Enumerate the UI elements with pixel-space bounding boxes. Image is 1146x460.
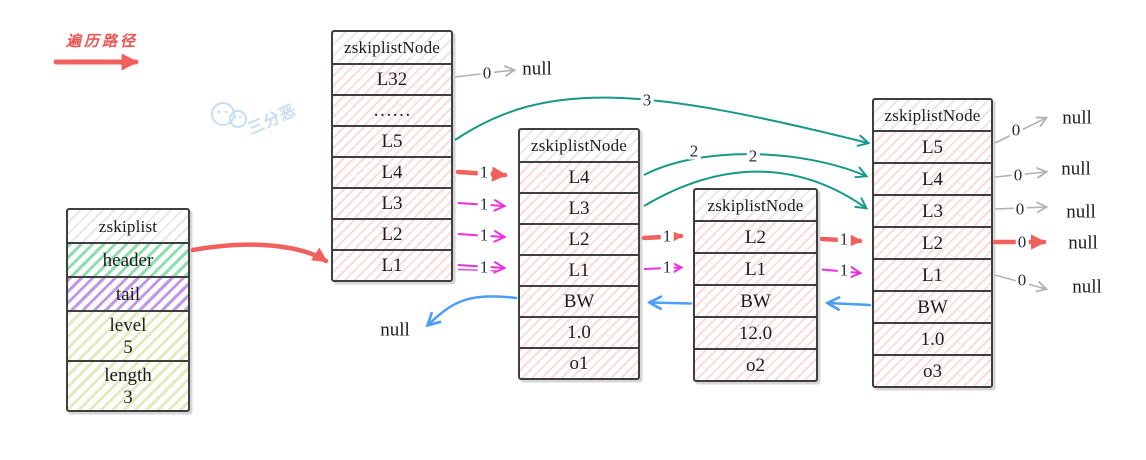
- node3-row-l1: L1: [695, 252, 816, 284]
- null-node4-l2: null: [1068, 232, 1098, 254]
- node1-row-l2: L2: [333, 218, 451, 249]
- node3-row-l2: L2: [695, 220, 816, 252]
- span-label-n2-l2: 1: [660, 226, 674, 246]
- node1-row-l4: L4: [333, 156, 451, 187]
- span-label-n4-l3: 0: [1013, 199, 1027, 219]
- node4-row-bw: BW: [874, 290, 991, 322]
- node2-row-l2: L2: [520, 223, 638, 254]
- node4-row-l4: L4: [874, 162, 991, 194]
- zskiplist-box: zskiplist header tail level 5 length 3: [66, 208, 190, 412]
- span-label-n4-l5: 0: [1009, 120, 1023, 140]
- null-node4-l5: null: [1062, 107, 1092, 129]
- span-label-n3-l2: 1: [837, 229, 851, 249]
- zskiplist-tail-cell: tail: [68, 276, 188, 310]
- node4-row-score: 1.0: [874, 322, 991, 354]
- node2-row-l1: L1: [520, 254, 638, 285]
- node2-row-obj: o1: [520, 347, 638, 378]
- arrow-node4-bw-to-node3: [828, 303, 872, 305]
- node3-box: zskiplistNode L2 L1 BW 12.0 o2: [693, 188, 818, 382]
- span-label-n4-l2: 0: [1015, 232, 1029, 252]
- span-label-n1-l1: 1: [477, 257, 491, 277]
- watermark: 三分恶: [208, 92, 318, 147]
- node3-row-obj: o2: [695, 348, 816, 380]
- level-label: level: [109, 314, 147, 336]
- node4-row-l5: L5: [874, 130, 991, 162]
- node4-row-l1: L1: [874, 258, 991, 290]
- span-label-n1-l2: 1: [477, 225, 491, 245]
- node1-row-l1: L1: [333, 249, 451, 280]
- null-node4-l1: null: [1072, 276, 1102, 298]
- node1-box: zskiplistNode L32 …… L5 L4 L3 L2 L1: [331, 30, 453, 282]
- node3-row-score: 12.0: [695, 316, 816, 348]
- null-node4-l4: null: [1061, 158, 1091, 180]
- span-label-n1-l4: 1: [477, 162, 491, 182]
- node3-title: zskiplistNode: [695, 190, 816, 220]
- node2-box: zskiplistNode L4 L3 L2 L1 BW 1.0 o1: [518, 128, 640, 380]
- null-node4-l3: null: [1066, 201, 1096, 223]
- legend-label: 遍历路径: [66, 34, 139, 50]
- node2-row-score: 1.0: [520, 316, 638, 347]
- level-value: 5: [123, 336, 133, 358]
- span-label-n1-l3: 1: [477, 194, 491, 214]
- node1-row-ellipsis: ……: [333, 94, 451, 125]
- node4-row-l3: L3: [874, 194, 991, 226]
- zskiplist-header-cell: header: [68, 242, 188, 276]
- null-node1-l32: null: [522, 58, 552, 80]
- length-label: length: [104, 364, 152, 386]
- node2-row-l4: L4: [520, 161, 638, 192]
- span-label-n3-l1: 1: [837, 260, 851, 280]
- node1-row-l3: L3: [333, 187, 451, 218]
- node3-row-bw: BW: [695, 284, 816, 316]
- node2-row-l3: L3: [520, 192, 638, 223]
- zskiplist-length-cell: length 3: [68, 360, 188, 410]
- span-label-n2-l4: 2: [687, 141, 701, 161]
- length-value: 3: [123, 386, 133, 408]
- arrow-node1-l5-to-node4-l5: [454, 96, 868, 143]
- wechat-logo-icon: [211, 102, 247, 128]
- node2-title: zskiplistNode: [520, 130, 638, 161]
- zskiplist-level-cell: level 5: [68, 310, 188, 360]
- arrow-node2-bw-to-null: [428, 295, 518, 325]
- node4-row-l2: L2: [874, 226, 991, 258]
- span-label-n1-l32: 0: [480, 63, 494, 83]
- span-label-n4-l4: 0: [1011, 165, 1025, 185]
- span-label-n4-l1: 0: [1015, 270, 1029, 290]
- node4-box: zskiplistNode L5 L4 L3 L2 L1 BW 1.0 o3: [872, 98, 993, 388]
- node1-title: zskiplistNode: [333, 32, 451, 63]
- watermark-text: 三分恶: [245, 102, 300, 139]
- node1-row-l5: L5: [333, 125, 451, 156]
- node1-row-l32: L32: [333, 63, 451, 94]
- span-label-n2-l3: 2: [746, 146, 760, 166]
- arrow-header-to-node1-l1: [190, 242, 329, 264]
- null-node2-bw: null: [380, 319, 410, 341]
- span-label-n1-l5: 3: [640, 90, 654, 110]
- node4-row-obj: o3: [874, 354, 991, 386]
- span-label-n2-l1: 1: [660, 257, 674, 277]
- zskiplist-title: zskiplist: [68, 210, 188, 242]
- node4-title: zskiplistNode: [874, 100, 991, 130]
- node2-row-bw: BW: [520, 285, 638, 316]
- arrow-node3-bw-to-node2: [650, 303, 693, 304]
